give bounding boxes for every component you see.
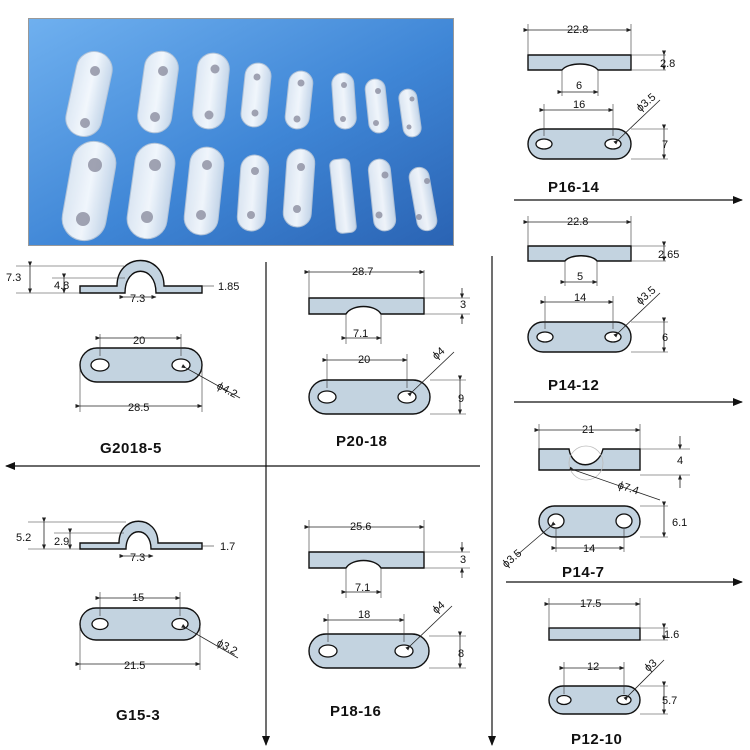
p1816-arc: 7.1: [355, 582, 370, 594]
label-p18-16: P18-16: [330, 703, 381, 720]
p1412-width: 6: [662, 332, 668, 344]
p1412-arc: 5: [577, 271, 583, 283]
p2018-arc: 7.1: [353, 328, 368, 340]
p1614-pitch: 16: [573, 99, 585, 111]
p1412-pitch: 14: [574, 292, 586, 304]
drawing-p16-14: 22.8 2.8 6 16 ϕ3.5 7 P16-14: [523, 24, 675, 196]
g15-length: 21.5: [124, 660, 145, 672]
p1816-length: 25.6: [350, 521, 371, 533]
p1816-width: 8: [458, 648, 464, 660]
label-p14-12: P14-12: [548, 377, 599, 394]
g2018-hole: ϕ4.2: [215, 380, 240, 401]
label-p20-18: P20-18: [336, 433, 387, 450]
g15-height-total: 5.2: [16, 532, 31, 544]
p1210-thickness: 1.6: [664, 629, 679, 641]
drawing-p18-16: 25.6 3 7.1 18 ϕ4 8 P18-16: [304, 520, 470, 720]
p2018-length: 28.7: [352, 266, 373, 278]
p1412-thickness: 2.65: [658, 249, 679, 261]
drawing-g15-3: 5.2 2.9 7.3 1.7 15 21.5 ϕ3.2 G15-3: [16, 517, 240, 724]
p2018-width: 9: [458, 393, 464, 405]
p2018-thickness: 3: [460, 299, 466, 311]
p1210-pitch: 12: [587, 661, 599, 673]
p1816-pitch: 18: [358, 609, 370, 621]
label-p12-10: P12-10: [571, 731, 622, 748]
g15-hole: ϕ3.2: [215, 637, 240, 658]
drawing-p20-18: 28.7 3 7.1 20 ϕ4 9 P20-18: [304, 266, 470, 450]
g15-height-inner: 2.9: [54, 536, 69, 548]
p147-width: 6.1: [672, 517, 687, 529]
p1614-width: 7: [662, 139, 668, 151]
g15-thickness: 1.7: [220, 541, 235, 553]
label-g2018-5: G2018-5: [100, 440, 162, 457]
g2018-gap: 7.3: [130, 293, 145, 305]
label-p14-7: P14-7: [562, 564, 605, 581]
g2018-length: 28.5: [128, 402, 149, 414]
g2018-pitch: 20: [133, 335, 145, 347]
g2018-height-total: 7.3: [6, 272, 21, 284]
p1412-hole: ϕ3.5: [634, 284, 658, 307]
g15-pitch: 15: [132, 592, 144, 604]
g2018-height-inner: 4.8: [54, 280, 69, 292]
p147-pitch: 14: [583, 543, 595, 555]
label-p16-14: P16-14: [548, 179, 600, 196]
g2018-thickness: 1.85: [218, 281, 239, 293]
p1210-length: 17.5: [580, 598, 601, 610]
p1614-hole: ϕ3.5: [634, 91, 658, 114]
p147-arc: ϕ7.4: [616, 479, 640, 497]
p1614-length: 22.8: [567, 24, 588, 36]
p1210-hole: ϕ3: [642, 657, 659, 674]
p2018-pitch: 20: [358, 354, 370, 366]
p1412-length: 22.8: [567, 216, 588, 228]
drawing-p12-10: 17.5 1.6 12 ϕ3 5.7 P12-10: [544, 598, 679, 748]
p1816-thickness: 3: [460, 554, 466, 566]
drawing-p14-7: 21 4 ϕ7.4 14 ϕ3.5 6.1 P14-7: [500, 424, 690, 581]
p1816-hole: ϕ4: [430, 599, 447, 616]
product-photo: [28, 18, 454, 246]
product-photo-image: [29, 19, 453, 245]
p147-hole: ϕ3.5: [500, 547, 524, 570]
p147-height: 4: [677, 455, 683, 467]
p147-length: 21: [582, 424, 594, 436]
g15-gap: 7.3: [130, 552, 145, 564]
label-g15-3: G15-3: [116, 707, 160, 724]
drawing-p14-12: 22.8 2.65 5 14 ϕ3.5 6 P14-12: [523, 216, 679, 394]
p1614-thickness: 2.8: [660, 58, 675, 70]
p1614-arc: 6: [576, 80, 582, 92]
p1210-width: 5.7: [662, 695, 677, 707]
p2018-hole: ϕ4: [430, 345, 447, 362]
drawing-g2018-5: 7.3 4.8 7.3 1.85 20 28.5 ϕ4.2 G2018-5: [6, 260, 241, 457]
